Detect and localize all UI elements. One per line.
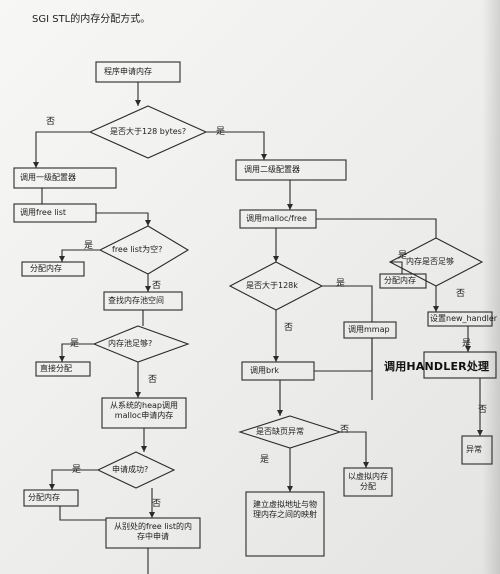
label-yes: 是 <box>70 339 80 349</box>
node-handler-call: 调用HANDLER处理 <box>384 360 490 373</box>
label-yes: 是 <box>260 455 270 465</box>
node-phys-mem: 以虚拟内存分配 <box>348 472 388 491</box>
label-yes: 是 <box>72 465 82 475</box>
diamond-success <box>96 451 176 489</box>
box-virtual-addr <box>245 491 325 557</box>
label-no: 否 <box>340 425 350 435</box>
node-page-fault: 是否缺页异常 <box>256 427 304 436</box>
box-alloc-mem <box>23 489 79 507</box>
box-exception <box>461 435 493 465</box>
box-assign-mem <box>21 261 85 277</box>
node-assign-mem: 分配内存 <box>30 264 62 273</box>
node-apply: 程序申请内存 <box>104 67 152 76</box>
box-assign-direct <box>35 361 91 377</box>
node-heap-malloc: 从系统的heap调用malloc申请内存 <box>110 401 178 420</box>
label-no: 否 <box>284 323 294 333</box>
node-success: 申请成功? <box>112 465 149 474</box>
label-no: 否 <box>152 499 162 509</box>
label-no: 否 <box>152 281 162 291</box>
box-handler-set <box>427 311 493 327</box>
box-second-config <box>235 159 347 181</box>
label-no: 否 <box>478 405 488 415</box>
label-yes: 是 <box>336 279 346 289</box>
page-title: SGI STL的内存分配方式。 <box>32 14 151 25</box>
box-from-free-list <box>105 517 201 549</box>
diamond-size-check <box>88 105 208 159</box>
node-malloc-free: 调用malloc/free <box>246 214 307 223</box>
node-alloc-mem: 分配内存 <box>28 493 60 502</box>
label-yes: 是 <box>398 251 408 261</box>
node-size-check: 是否大于128 bytes? <box>110 127 187 136</box>
label-yes: 是 <box>462 339 472 349</box>
label-no: 否 <box>46 117 56 127</box>
label-no: 否 <box>456 289 466 299</box>
box-first-config <box>13 167 117 189</box>
node-from-free-list: 从别处的free list的内存中申请 <box>113 522 193 541</box>
box-phys-mem <box>343 467 393 497</box>
node-second-config: 调用二级配置器 <box>244 165 300 174</box>
node-mmap: 调用mmap <box>348 325 390 334</box>
node-handler-set: 设置new_handler <box>430 314 498 323</box>
node-first-config: 调用一级配置器 <box>20 173 76 182</box>
node-mem-exceed: 是否大于128k <box>246 281 298 290</box>
node-assign-mem2: 分配内存 <box>384 276 416 285</box>
box-mmap <box>343 321 397 339</box>
node-exception: 异常 <box>466 445 482 454</box>
box-handler-call <box>423 351 497 379</box>
node-mem-pool: 查找内存池空间 <box>108 296 164 305</box>
node-brk: 调用brk <box>250 366 279 375</box>
node-free-list-null: free list为空? <box>112 245 163 254</box>
node-free-list: 调用free list <box>20 208 67 217</box>
node-mem-enough: 内存是否足够 <box>406 257 454 266</box>
node-virtual-addr: 建立虚拟地址与物理内存之间的映射 <box>253 500 317 519</box>
node-assign-direct: 直接分配 <box>40 364 72 373</box>
box-assign-mem2 <box>379 273 427 289</box>
label-no: 否 <box>148 375 158 385</box>
label-yes: 是 <box>84 241 94 251</box>
page-shadow <box>482 0 500 574</box>
label-yes: 是 <box>216 127 226 137</box>
node-pool-enough: 内存池足够? <box>108 339 153 348</box>
